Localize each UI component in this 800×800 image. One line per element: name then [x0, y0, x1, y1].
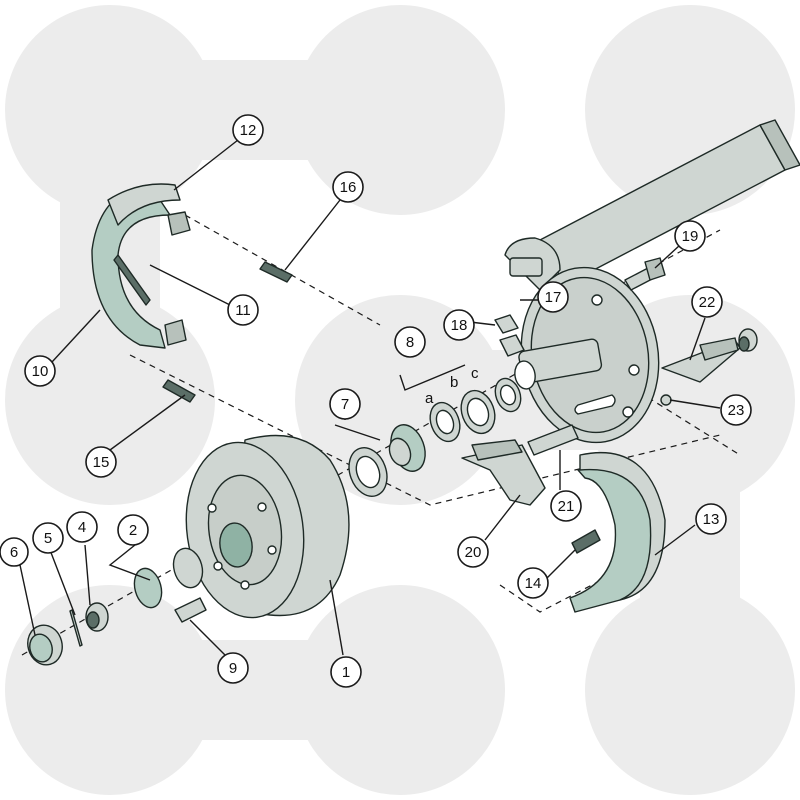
return-spring-lower	[162, 379, 196, 403]
lock-nut	[660, 394, 672, 406]
callout-6: 6	[0, 537, 29, 567]
callout-21: 21	[550, 490, 582, 522]
shoe-spring	[113, 254, 151, 306]
bolt	[624, 257, 666, 291]
callout-2: 2	[117, 514, 149, 546]
svg-text:12: 12	[240, 122, 257, 139]
wheel-bolt	[174, 597, 207, 623]
svg-text:19: 19	[682, 228, 699, 245]
callout-11: 11	[227, 294, 259, 326]
callout-9: 9	[217, 652, 249, 684]
spring-small	[571, 529, 601, 554]
svg-text:16: 16	[340, 179, 357, 196]
outer-bearing	[133, 547, 204, 609]
callout-20: 20	[457, 536, 489, 568]
callout-19: 19	[674, 220, 706, 252]
svg-text:11: 11	[235, 302, 251, 319]
svg-text:14: 14	[525, 575, 542, 592]
callout-1: 1	[330, 656, 362, 688]
svg-text:22: 22	[699, 294, 716, 311]
callout-14: 14	[517, 567, 549, 599]
cotter-pin	[69, 609, 83, 647]
svg-text:7: 7	[341, 396, 349, 413]
callout-8: 8	[394, 326, 426, 358]
sub-label-b: b	[450, 374, 458, 391]
svg-text:23: 23	[728, 402, 745, 419]
actuator-lever	[661, 328, 758, 383]
callout-18: 18	[443, 309, 475, 341]
svg-text:17: 17	[545, 289, 562, 306]
callout-7: 7	[329, 388, 361, 420]
svg-text:10: 10	[32, 363, 49, 380]
svg-text:1: 1	[342, 664, 350, 681]
svg-text:5: 5	[44, 530, 52, 547]
callout-12: 12	[232, 114, 264, 146]
brake-shoe-right	[569, 451, 666, 613]
brake-drum	[185, 434, 350, 619]
svg-text:9: 9	[229, 660, 237, 677]
adjuster-rod	[527, 424, 579, 456]
axle-nut	[85, 602, 109, 632]
callout-17: 17	[537, 281, 569, 313]
svg-text:15: 15	[93, 454, 110, 471]
svg-text:2: 2	[129, 522, 137, 539]
sub-label-a: a	[425, 390, 434, 407]
sub-label-c: c	[471, 365, 479, 382]
callout-5: 5	[32, 522, 64, 554]
grease-cap	[27, 624, 63, 666]
svg-text:20: 20	[465, 544, 482, 561]
return-spring-upper	[259, 261, 293, 283]
inner-bearing	[348, 424, 426, 497]
callout-16: 16	[332, 171, 364, 203]
brake-shoe-left	[91, 183, 191, 349]
svg-text:18: 18	[451, 317, 468, 334]
callout-10: 10	[24, 355, 56, 387]
svg-text:8: 8	[406, 334, 414, 351]
callout-23: 23	[720, 394, 752, 426]
svg-text:4: 4	[78, 519, 86, 536]
svg-text:6: 6	[10, 544, 18, 561]
background-watermark	[5, 5, 795, 795]
callout-22: 22	[691, 286, 723, 318]
bearing-set	[429, 377, 522, 443]
svg-text:13: 13	[703, 511, 720, 528]
svg-text:21: 21	[558, 498, 575, 515]
callout-13: 13	[695, 503, 727, 535]
callout-4: 4	[66, 511, 98, 543]
expander-wedge	[461, 439, 546, 506]
callout-15: 15	[85, 446, 117, 478]
adjuster-block	[494, 314, 525, 357]
